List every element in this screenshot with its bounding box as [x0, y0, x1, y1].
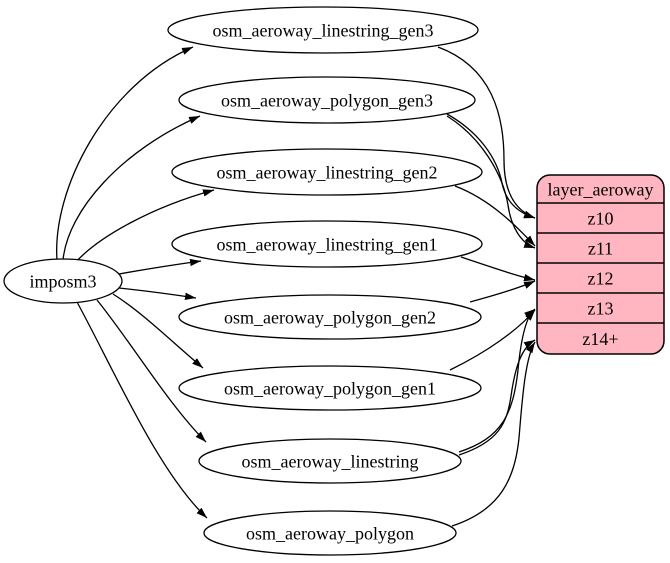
edge-imposm3-to-osm_aeroway_linestring_gen2: [74, 189, 215, 264]
node-label: osm_aeroway_polygon_gen3: [221, 91, 433, 111]
node-label: osm_aeroway_polygon: [246, 524, 414, 544]
table-node-osm_aeroway_linestring_gen3: osm_aeroway_linestring_gen3: [167, 6, 479, 54]
edge-osm_aeroway_linestring-to-layer_aeroway-z14+: [458, 339, 536, 456]
layer-box: [536, 174, 665, 355]
layer-row-label: z13: [588, 299, 614, 319]
node-ellipse: [167, 6, 479, 54]
node-label: osm_aeroway_linestring: [242, 452, 419, 472]
layer-node-layer_aeroway: layer_aeroway z10 z11 z12 z13 z14+: [536, 174, 665, 355]
table-node-osm_aeroway_linestring_gen1: osm_aeroway_linestring_gen1: [171, 220, 483, 268]
edge-osm_aeroway_linestring_gen1-to-layer_aeroway-z12: [460, 256, 536, 282]
layer-row-z14+: z14+: [537, 322, 664, 349]
node-label: osm_aeroway_linestring_gen3: [213, 21, 434, 41]
table-node-osm_aeroway_polygon_gen1: osm_aeroway_polygon_gen1: [178, 365, 482, 411]
node-label: osm_aeroway_linestring_gen1: [217, 235, 438, 255]
node-label: imposm3: [29, 272, 96, 292]
edge-imposm3-to-osm_aeroway_polygon: [76, 301, 208, 519]
table-node-osm_aeroway_linestring: osm_aeroway_linestring: [198, 438, 462, 484]
edge-imposm3-to-osm_aeroway_polygon_gen1: [112, 293, 204, 369]
node-ellipse: [3, 258, 123, 304]
edge-osm_aeroway_linestring_gen3-to-layer_aeroway-z10: [437, 46, 536, 219]
node-ellipse: [178, 76, 476, 124]
table-node-osm_aeroway_polygon_gen2: osm_aeroway_polygon_gen2: [178, 294, 482, 340]
node-ellipse: [198, 438, 462, 484]
table-node-osm_aeroway_polygon_gen3: osm_aeroway_polygon_gen3: [178, 76, 476, 124]
edge-imposm3-to-osm_aeroway_linestring_gen1: [118, 258, 202, 275]
node-label: osm_aeroway_polygon_gen2: [224, 308, 436, 328]
table-node-osm_aeroway_polygon: osm_aeroway_polygon: [203, 510, 457, 556]
edge-imposm3-to-osm_aeroway_linestring: [96, 299, 207, 443]
node-ellipse: [178, 294, 482, 340]
table-node-osm_aeroway_linestring_gen2: osm_aeroway_linestring_gen2: [171, 148, 483, 196]
node-ellipse: [171, 220, 483, 268]
layer-row-label: z11: [588, 239, 613, 259]
edge-imposm3-to-osm_aeroway_polygon_gen3: [62, 115, 201, 261]
node-ellipse: [171, 148, 483, 196]
edge-imposm3-to-osm_aeroway_polygon_gen2: [118, 287, 197, 300]
layer-row-label: z12: [588, 269, 614, 289]
layer-row-label: z14+: [582, 329, 618, 349]
node-ellipse: [203, 510, 457, 556]
layer-title: layer_aeroway: [548, 180, 654, 200]
node-label: osm_aeroway_polygon_gen1: [224, 379, 436, 399]
edge-osm_aeroway_polygon_gen2-to-layer_aeroway-z12: [469, 280, 536, 303]
edges-layer: [56, 46, 536, 527]
edge-osm_aeroway_linestring_gen2-to-layer_aeroway-z11: [454, 185, 536, 247]
edge-imposm3-to-osm_aeroway_linestring_gen3: [56, 46, 194, 261]
layer-row-z12: z12: [537, 262, 664, 289]
layer-row-z10: z10: [537, 202, 664, 229]
node-label: osm_aeroway_linestring_gen2: [217, 163, 438, 183]
node-ellipse: [178, 365, 482, 411]
layer-row-label: z10: [588, 209, 614, 229]
edge-osm_aeroway_polygon-to-layer_aeroway-z14+: [451, 341, 536, 527]
layer-row-z11: z11: [537, 232, 664, 259]
edge-osm_aeroway_linestring-to-layer_aeroway-z13: [458, 308, 536, 453]
table-node-imposm3: imposm3: [3, 258, 123, 304]
layer-row-z13: z13: [537, 292, 664, 319]
edge-osm_aeroway_polygon_gen3-to-layer_aeroway-z11: [446, 115, 536, 249]
